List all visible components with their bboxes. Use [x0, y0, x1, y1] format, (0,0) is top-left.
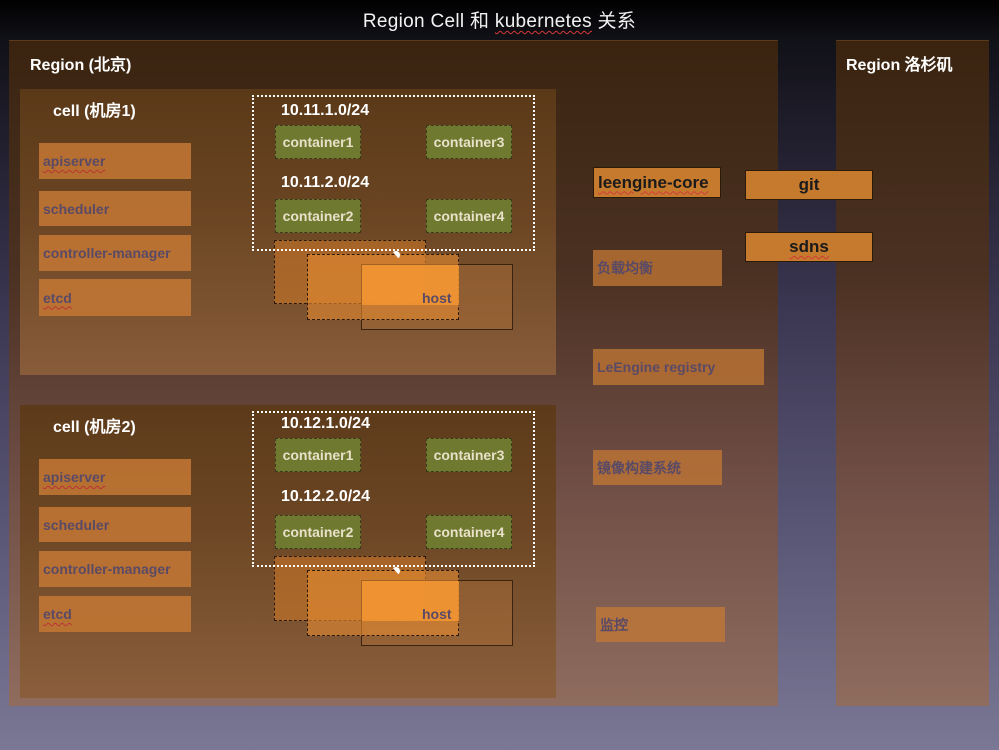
service-sdns: sdns: [745, 232, 873, 262]
cell-1-subnet-2: 10.11.2.0/24: [281, 174, 370, 191]
region-beijing-label: Region (北京): [30, 57, 132, 74]
title-suffix: 关系: [591, 11, 637, 32]
cell-1-container4: container4: [426, 199, 512, 233]
title-prefix: Region Cell 和: [362, 11, 495, 32]
cell-1-container1: container1: [275, 125, 361, 159]
cell-2-container1: container1: [275, 438, 361, 472]
cell-1-host-overlap: [362, 265, 459, 305]
service-leengine-core: leengine-core: [593, 167, 721, 198]
cell-2-subnet-1: 10.12.1.0/24: [281, 415, 370, 432]
cell-2-subnet-2: 10.12.2.0/24: [281, 488, 370, 505]
cell-2-etcd: etcd: [39, 596, 191, 632]
cell-1-network-pointer: [392, 251, 406, 259]
cell-2-network-group: [252, 411, 535, 567]
cell-2-host-label: host: [422, 606, 452, 622]
service-git: git: [745, 170, 873, 200]
region-la-label: Region 洛杉矶: [846, 57, 953, 74]
service-load-balancer: 负载均衡: [593, 250, 722, 286]
cell-2-controller-manager: controller-manager: [39, 551, 191, 587]
cell-1-host-label: host: [422, 290, 452, 306]
cell-1-container3: container3: [426, 125, 512, 159]
service-image-build: 镜像构建系统: [593, 450, 722, 485]
cell-2-container4: container4: [426, 515, 512, 549]
cell-2-container2: container2: [275, 515, 361, 549]
cell-2-label: cell (机房2): [53, 419, 136, 436]
cell-2-container3: container3: [426, 438, 512, 472]
cell-1-etcd: etcd: [39, 279, 191, 316]
service-monitoring: 监控: [596, 607, 725, 642]
cell-1-scheduler: scheduler: [39, 191, 191, 226]
cell-1-controller-manager: controller-manager: [39, 235, 191, 271]
cell-1-network-group: [252, 95, 535, 251]
title-keyword: kubernetes: [494, 11, 592, 32]
service-registry: LeEngine registry: [593, 349, 764, 385]
cell-2-apiserver: apiserver: [39, 459, 191, 495]
cell-1-container2: container2: [275, 199, 361, 233]
cell-1-subnet-1: 10.11.1.0/24: [281, 102, 370, 119]
cell-2-network-pointer: [392, 567, 406, 575]
cell-1-apiserver: apiserver: [39, 143, 191, 179]
cell-2-host-overlap: [362, 581, 459, 621]
diagram-title: Region Cell 和 kubernetes 关系: [0, 6, 999, 33]
cell-1-label: cell (机房1): [53, 103, 136, 120]
region-la: [836, 40, 989, 706]
cell-2-scheduler: scheduler: [39, 507, 191, 542]
